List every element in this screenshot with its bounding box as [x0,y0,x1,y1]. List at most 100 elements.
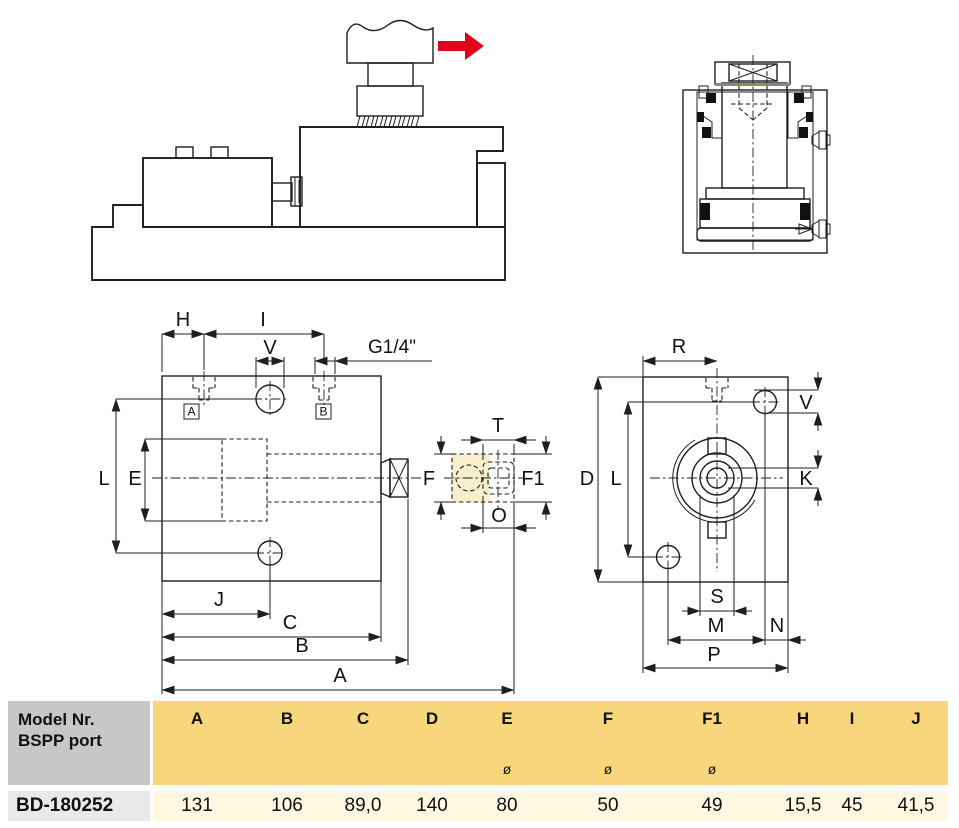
wiper-band [715,83,790,86]
port-fitting-lower [795,219,831,239]
piston-seal [700,203,710,220]
dim-k: K [799,468,813,490]
dim-l2: L [610,468,621,490]
dim-d: D [580,468,594,490]
dim-thread: G1/4" [368,337,416,358]
port-b-tag [315,403,332,420]
col-i: I [849,709,855,728]
piston-seal [800,203,810,220]
bleed-plug [698,85,709,99]
piston-rod-section [721,82,788,189]
dim-v2: V [799,392,813,414]
dim-i: I [260,309,266,331]
val-a: 131 [181,795,213,816]
bleed-plug [801,85,812,99]
dim-v: V [263,337,277,359]
dim-p: P [707,644,720,666]
port-a-hidden [192,377,216,401]
side-port-hidden [705,378,729,402]
section-view [682,55,831,254]
front-dimensions [111,329,515,695]
dim-m: M [708,615,725,637]
side-dimensions [593,356,823,673]
cylinder-bore [696,91,814,241]
dim-n: N [770,615,784,637]
rod-end-view: T F F1 O [423,415,552,533]
piston-rod [271,182,293,202]
technical-drawings: A B [91,19,831,695]
dim-h: H [176,309,190,331]
col-f1: F1 [702,709,722,728]
values-row-cell: 131 106 89,0 140 80 50 49 15,5 45 41,5 [153,791,948,821]
cutter-holder [356,85,424,117]
fitting-tab [210,146,229,159]
val-c: 89,0 [344,795,382,816]
col-e: E [501,709,513,728]
cutter-teeth [356,115,420,128]
piston-flange [705,187,805,200]
rod-nut [290,176,303,207]
piston-plate [696,227,814,242]
nut-inner-hidden [487,467,510,489]
piston-body [699,198,811,229]
dim-f: F [423,468,435,490]
val-j: 41,5 [897,795,935,816]
piston-pocket-hidden [221,438,268,522]
col-f: F [602,709,614,728]
diameter-symbol-f1: ø [707,761,717,777]
rod-end-dimensions [434,435,552,533]
machine-base [91,204,506,281]
block-cylinder [142,157,273,228]
dim-t: T [492,415,504,437]
model-header-line1: Model Nr. [18,710,95,729]
internal-thread-hidden [731,64,775,121]
fitting-tab [175,146,194,159]
bore-relief-arc [672,439,756,523]
dim-l: L [98,468,109,490]
dim-a: A [333,665,347,687]
val-f: 50 [597,795,619,816]
dim-j: J [214,589,224,611]
gland-seals [697,93,813,138]
col-a: A [190,709,204,728]
dim-o: O [491,505,507,527]
port-b-hidden [312,377,336,401]
model-header-cell: Model Nr. BSPP port [8,701,150,785]
application-illustration [91,19,506,281]
workpiece [299,126,504,228]
val-e: 80 [496,795,518,816]
feed-direction-arrow [438,32,484,60]
port-a-label: A [187,405,195,419]
side-view: R V K D L S M N P [580,336,823,673]
diameter-symbol-e: ø [502,761,512,777]
dim-b: B [295,635,308,657]
milling-cutter-head [346,19,434,64]
dim-s: S [710,586,723,608]
fixture-stop [476,162,506,228]
val-f1: 49 [701,795,723,816]
val-i: 45 [841,795,863,816]
dim-c: C [283,612,297,634]
val-b: 106 [271,795,303,816]
diameter-symbol-f: ø [603,761,613,777]
model-number-cell: BD-180252 [8,791,150,821]
col-j: J [911,709,921,728]
dim-e: E [128,468,141,490]
front-view: A B [98,309,515,695]
col-d: D [425,709,439,728]
port-fitting-upper [811,130,831,150]
model-header-line2: BSPP port [18,731,102,750]
dim-f1: F1 [521,468,544,490]
port-a-tag [183,403,200,420]
columns-header-cell: A B C D E F F1 H I J ø ø ø [153,701,948,785]
val-d: 140 [416,795,448,816]
col-b: B [280,709,294,728]
col-c: C [356,709,370,728]
cutter-neck [367,62,414,87]
port-b-label: B [319,405,327,419]
val-h: 15,5 [784,795,822,816]
cylinder-housing [682,89,828,254]
dim-r: R [672,336,686,358]
body-side [642,376,789,583]
